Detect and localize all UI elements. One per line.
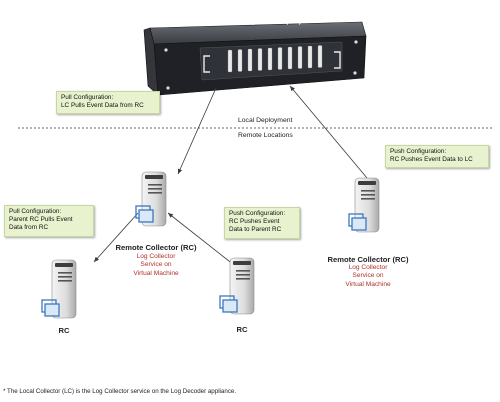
callout-line: Pull Configuration: [9,208,62,215]
drive-bays [227,45,323,73]
callout-line: Pull Configuration: [61,94,114,101]
server-tower-center-rc [135,171,167,227]
description-line: Service on [140,261,172,269]
arrow-lc-pulls-from-rc [177,87,217,175]
callout-rc-push-parent: Push Configuration: RC Pushes Event Data… [224,207,300,239]
callout-rc-push-to-lc: Push Configuration: RC Pushes Event Data… [385,145,489,169]
callout-line: Data to Parent RC [229,226,282,234]
callout-line: Parent RC Pulls Event [9,216,73,224]
description-line: Virtual Machine [133,269,179,277]
callout-line: Data from RC [9,224,49,232]
section-local-deployment: Local Deployment [238,117,293,124]
footnote: * The Local Collector (LC) is the Log Co… [3,388,237,395]
left-child-rc-title: RC [58,326,70,335]
right-rc-description: Log Collector Service on Virtual Machine [318,264,418,289]
server-tower-left-child-rc [41,259,77,319]
callout-line: RC Pushes Event [229,218,280,226]
connectors [93,85,368,266]
right-child-rc-title: RC [236,325,248,334]
right-rc-title: Remote Collector (RC) [327,255,409,264]
description-line: Log Collector [348,264,388,271]
server-tower-right-rc [348,177,380,233]
server-tower-right-child-rc [219,257,255,315]
arrow-rc-pushes-to-parent [167,212,235,266]
local-collector-title: Local Collector (LC)* [225,16,305,25]
callout-line: LC Pulls Event Data from RC [61,102,144,110]
callout-line: Push Configuration: [229,210,286,217]
callout-line: Push Configuration: [390,148,447,155]
description-line: Service on [352,272,384,280]
center-rc-title: Remote Collector (RC) [115,243,197,252]
center-rc-description: Log Collector Service on Virtual Machine [106,253,206,278]
description-line: Log Collector [136,253,176,260]
callout-line: RC Pushes Event Data to LC [390,156,473,164]
local-collector-appliance [143,21,367,96]
section-remote-locations: Remote Locations [238,132,293,139]
callout-lc-pull: Pull Configuration: LC Pulls Event Data … [56,91,160,115]
arrow-rc-pushes-to-lc [289,85,368,179]
description-line: Virtual Machine [345,280,391,288]
arrow-parent-pulls-from-rc [93,212,139,263]
callout-parent-pull: Pull Configuration: Parent RC Pulls Even… [4,205,94,237]
